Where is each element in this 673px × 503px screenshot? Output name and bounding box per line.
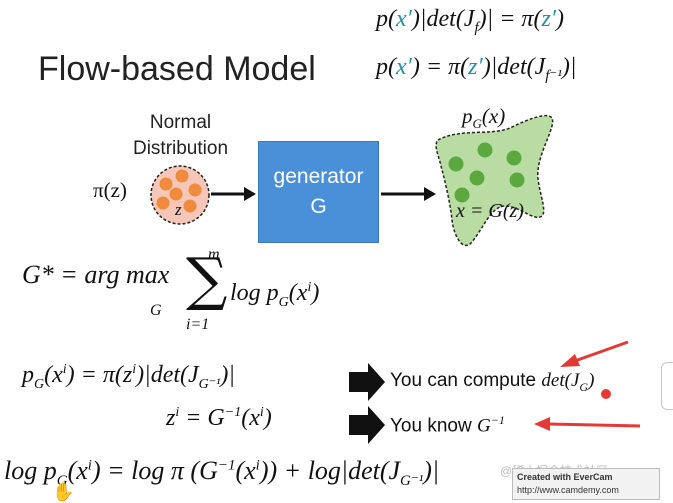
sample-dot [159,177,173,191]
sum-symbol: ∑ [186,245,228,313]
evercam-badge[interactable]: Created with EverCam http://www.camdemy.… [512,468,660,500]
equation-log: log pG(xi) = log π (G−1(xi)) + log|det(J… [4,456,440,490]
equation-g-star: G* = arg max [22,260,170,289]
note-compute: You can compute det(JG) [390,370,595,394]
output-dot [506,150,522,166]
slide-title: Flow-based Model [38,50,316,88]
arrow-to-output-head [424,187,436,201]
hand-cursor-icon: ✋ [52,482,75,502]
normal-distribution-label: Normal Distribution [132,112,229,159]
equation-g-star-body: log pG(xi) [230,280,320,310]
output-dot [509,172,525,188]
output-distribution-blob [435,114,554,247]
equation-zi: zi = G−1(xi) [166,405,272,431]
note-know: You know G−1 [390,413,505,437]
equation-top-2: p(x′) = π(z′)|det(Jf⁻¹)| [376,54,577,84]
red-arrow-1 [571,340,629,364]
z-label: z [175,200,182,219]
output-dot [448,156,464,172]
output-dot [469,170,485,186]
pi-z-label: π(z) [93,178,127,202]
equation-top-1: p(x′)|det(Jf)| = π(z′) [376,6,565,36]
sum-lower: i=1 [186,316,210,333]
red-arrow-2-head [534,417,550,431]
output-dot [454,187,470,203]
sample-dot [156,196,170,210]
argmax-subscript: G [150,302,162,319]
sample-dot [169,187,183,201]
implies-arrow-2 [349,406,385,444]
side-scroll-handle[interactable] [661,362,673,410]
red-arrow-1-head [560,354,580,367]
pg-label: pG(x) [462,104,506,132]
x-equals-gz-label: x = G(z) [456,200,524,222]
sample-dot [188,183,202,197]
implies-arrow-1 [349,363,385,401]
arrow-to-generator-head [244,187,256,201]
output-dot [477,142,493,158]
generator-box: generator G [258,141,379,243]
laser-pointer-dot [601,389,611,399]
sample-dot [175,169,189,183]
equation-pg: pG(xi) = π(zi)|det(JG⁻¹)| [22,362,235,392]
sample-dot [183,199,197,213]
sum-upper: m [208,246,220,263]
red-arrow-2 [547,422,641,428]
